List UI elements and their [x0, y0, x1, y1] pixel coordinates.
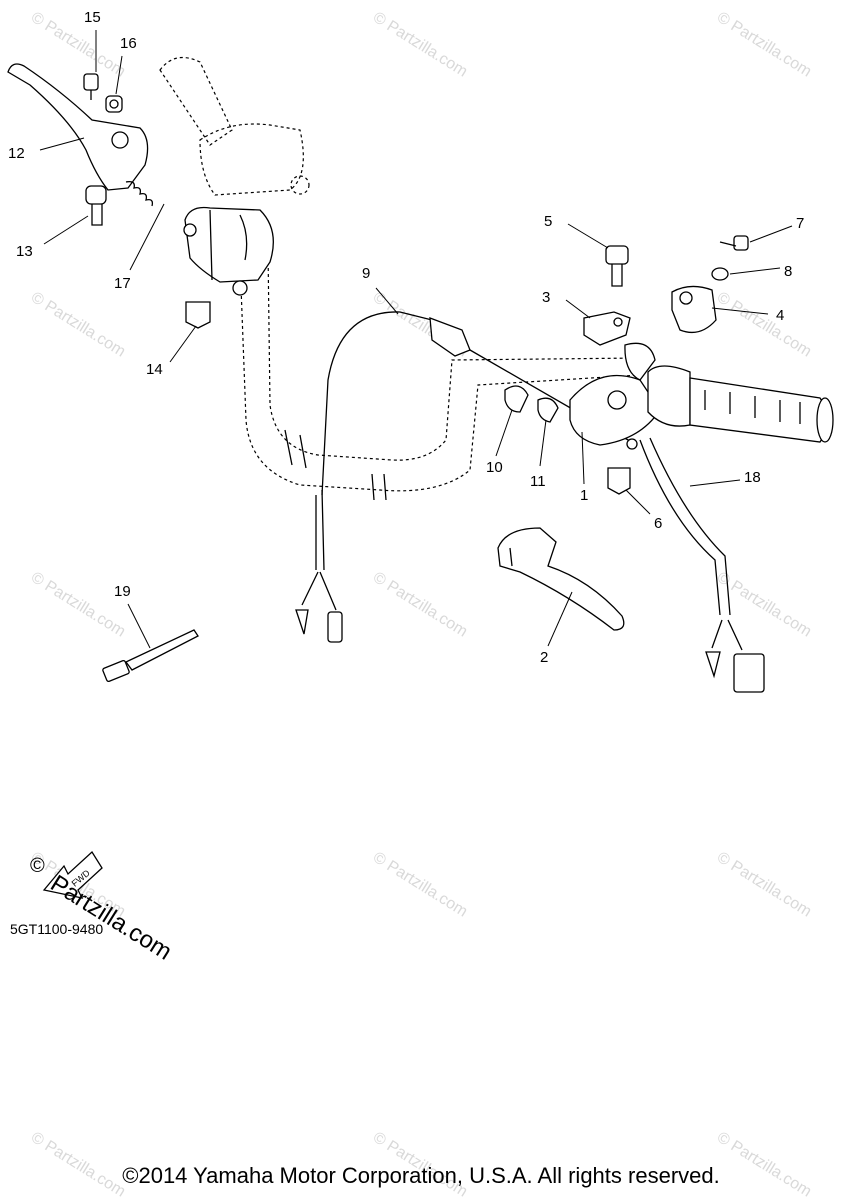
part-13-pivot-bolt	[85, 185, 107, 226]
left-grip	[159, 56, 310, 196]
callout-12: 12	[8, 145, 25, 162]
part-10-clip	[504, 385, 529, 413]
callout-14: 14	[146, 361, 163, 378]
callout-16: 16	[120, 35, 137, 52]
callout-17: 17	[114, 275, 131, 292]
callout-4: 4	[776, 307, 784, 324]
part-11-clip	[537, 397, 559, 423]
callout-18: 18	[744, 469, 761, 486]
watermark-text: © Partzilla.com	[28, 289, 128, 361]
part-1-throttle-housing	[569, 342, 661, 446]
callout-8: 8	[784, 263, 792, 280]
part-8-washer	[711, 267, 729, 281]
part-6-nut	[607, 467, 631, 495]
watermark-text: © Partzilla.com	[370, 569, 470, 641]
callout-1: 1	[580, 487, 588, 504]
part-3-bracket	[583, 311, 631, 346]
part-17-spring	[125, 180, 154, 207]
callout-9: 9	[362, 265, 370, 282]
part-4-clamp	[671, 285, 717, 334]
part-2-lever	[497, 527, 625, 631]
watermark-text: © Partzilla.com	[28, 569, 128, 641]
watermark-text: © Partzilla.com	[714, 289, 814, 361]
copyright-notice: ©2014 Yamaha Motor Corporation, U.S.A. A…	[122, 1163, 720, 1188]
callout-6: 6	[654, 515, 662, 532]
diagram-code: 5GT1100-9480	[10, 921, 104, 937]
part-7-screw	[719, 235, 749, 251]
callout-15: 15	[84, 9, 101, 26]
master-cylinder	[183, 206, 274, 296]
watermark-text: © Partzilla.com	[28, 9, 128, 81]
leader-lines	[39, 30, 793, 649]
part-5-screw	[605, 245, 629, 287]
callout-labels: 15 16 12 13 17 14 9 5 3 4 7 8 10 11 1 6 …	[8, 9, 804, 666]
callout-13: 13	[16, 243, 33, 260]
watermark-text: © Partzilla.com	[714, 849, 814, 921]
callout-7: 7	[796, 215, 804, 232]
watermark-text: © Partzilla.com	[714, 9, 814, 81]
watermark-text: © Partzilla.com	[370, 849, 470, 921]
handlebar	[239, 249, 641, 501]
callout-2: 2	[540, 649, 548, 666]
part-12-lever	[7, 63, 149, 191]
watermark-text: © Partzilla.com	[370, 9, 470, 81]
callout-11: 11	[530, 473, 546, 490]
callout-19: 19	[114, 583, 131, 600]
callout-3: 3	[542, 289, 550, 306]
part-15-bolt	[83, 73, 99, 100]
part-14-nut	[185, 301, 211, 329]
partzilla-copyright-symbol: ©	[30, 855, 45, 877]
part-16-nut	[105, 95, 123, 113]
watermark-layer: © Partzilla.com © Partzilla.com © Partzill…	[28, 9, 814, 1200]
part-19-cable-tie	[102, 629, 199, 683]
part-18-wire	[639, 437, 765, 693]
right-grip	[647, 365, 834, 443]
callout-5: 5	[544, 213, 552, 230]
callout-10: 10	[486, 459, 503, 476]
